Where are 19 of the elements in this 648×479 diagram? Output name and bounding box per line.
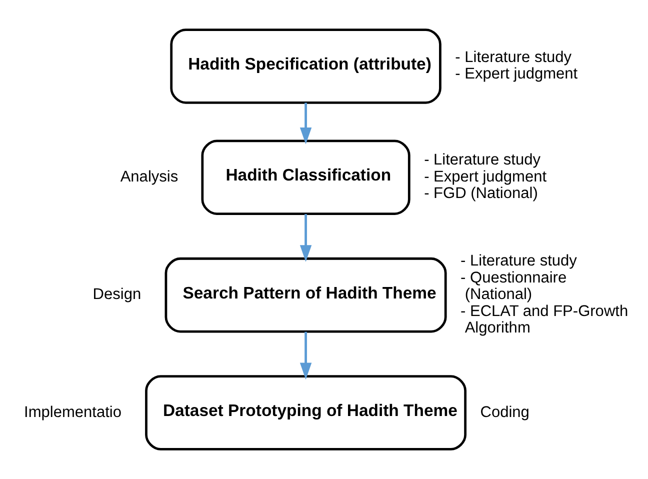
arrow [300,102,312,144]
label: Design [92,286,142,304]
node-box: Search Pattern of Hadith Theme [164,257,447,333]
label: Implementatio [24,404,122,421]
node-label: - Literature study [455,48,572,66]
node-box: Hadith Specification (attribute) [170,28,442,104]
node-label: - Literature study [424,152,540,169]
node-label: Coding [480,404,530,421]
node-label: - ECLAT and FP-Growth Algorithm [460,302,628,337]
node-label: - Literature study [460,252,577,270]
node-label: - Expert judgment [455,66,578,83]
node-box: Dataset Prototyping of Hadith Theme [145,375,466,450]
node-box: Hadith Classification [201,140,410,215]
arrow [300,214,312,262]
node-label: - FGD (National) [424,185,538,202]
node-label: - Expert judgment [424,168,547,186]
node-label: - Questionnaire (National) [460,269,567,304]
label: Analysis [120,168,178,186]
arrow [300,332,312,380]
